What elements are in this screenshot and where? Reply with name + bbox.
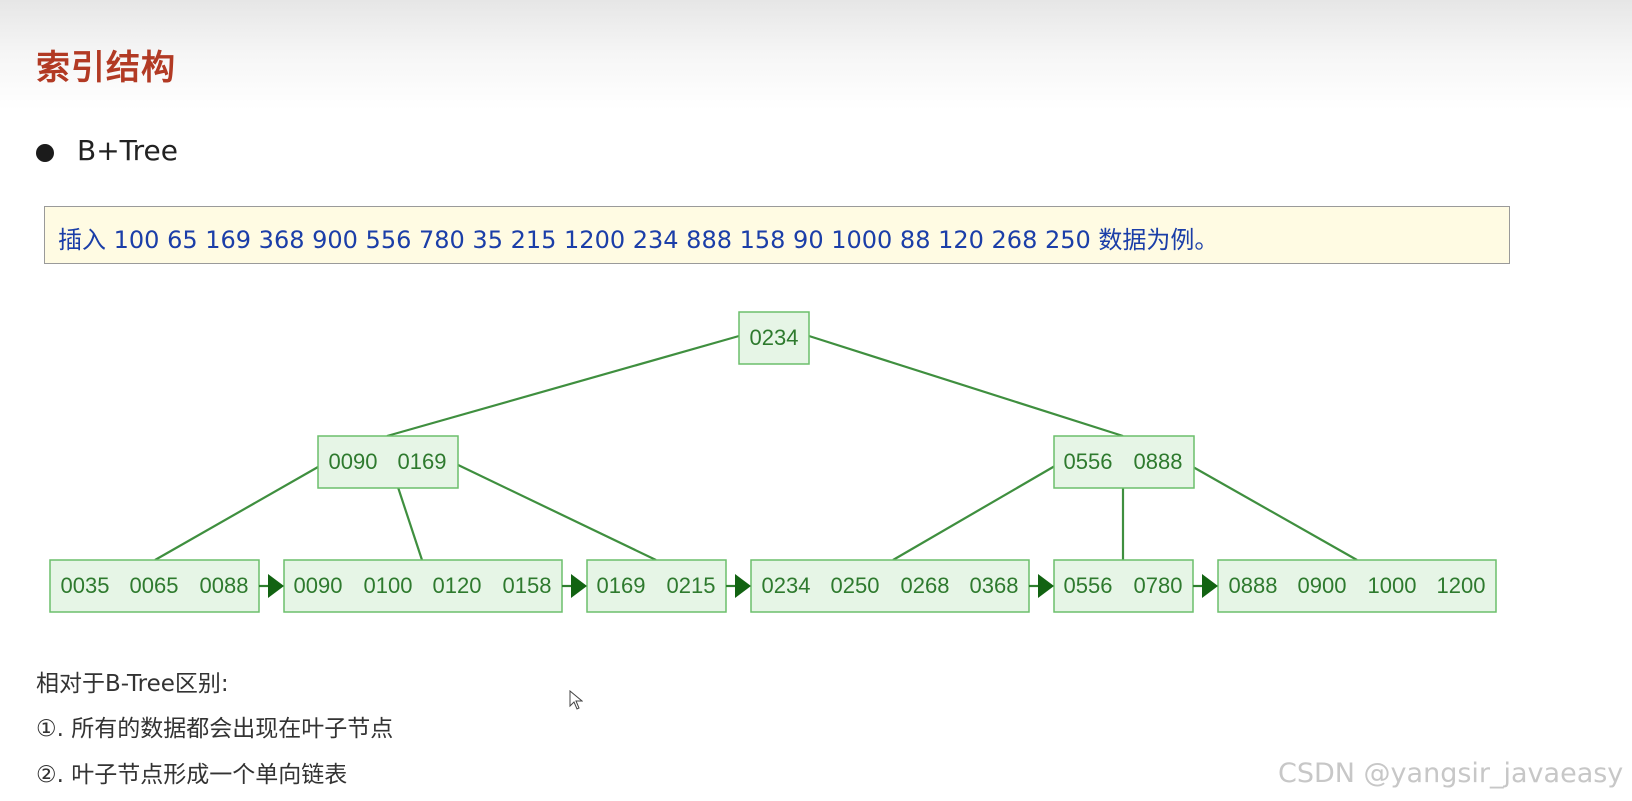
leaf-link-arrow xyxy=(726,574,751,598)
leaf-key: 0888 xyxy=(1229,573,1278,598)
leaf-link-arrow xyxy=(1193,574,1218,598)
leaf-key: 0780 xyxy=(1134,573,1183,598)
leaf-key: 1000 xyxy=(1368,573,1417,598)
internal-node-right xyxy=(1053,435,1195,489)
leaf-link-arrow xyxy=(259,574,284,598)
tree-edge xyxy=(386,334,740,438)
section-subtitle: B+Tree xyxy=(77,134,179,167)
internal-key: 0888 xyxy=(1134,449,1183,474)
leaf-key: 0065 xyxy=(130,573,179,598)
leaf-key: 0158 xyxy=(503,573,552,598)
leaf-link-arrow xyxy=(1029,574,1054,598)
leaf-key: 0120 xyxy=(433,573,482,598)
leaf-link-arrow xyxy=(562,574,587,598)
internal-key: 0169 xyxy=(398,449,447,474)
tree-edge xyxy=(453,462,657,561)
leaf-key: 0556 xyxy=(1064,573,1113,598)
leaf-key: 0088 xyxy=(200,573,249,598)
mouse-pointer-icon xyxy=(569,690,583,710)
bullet-icon xyxy=(36,144,54,162)
root-node xyxy=(738,311,810,365)
insert-sequence-text: 插入 100 65 169 368 900 556 780 35 215 120… xyxy=(58,226,1219,254)
differences-label: 相对于B-Tree区别: xyxy=(36,671,229,697)
leaf-key: 0234 xyxy=(762,573,811,598)
tree-edge xyxy=(808,334,1124,438)
root-key: 0234 xyxy=(750,325,799,350)
watermark: CSDN @yangsir_javaeasy xyxy=(1278,758,1624,789)
internal-key: 0556 xyxy=(1064,449,1113,474)
leaf-key: 0035 xyxy=(61,573,110,598)
leaf-node-4 xyxy=(750,559,1030,613)
difference-item: ②. 叶子节点形成一个单向链表 xyxy=(36,762,348,788)
tree-edge xyxy=(154,462,326,561)
internal-node-left xyxy=(317,435,459,489)
leaf-key: 0090 xyxy=(294,573,343,598)
leaf-node-3 xyxy=(586,559,727,613)
internal-key: 0090 xyxy=(329,449,378,474)
leaf-key: 0368 xyxy=(970,573,1019,598)
leaf-key: 0215 xyxy=(667,573,716,598)
leaf-node-6 xyxy=(1217,559,1497,613)
page-title: 索引结构 xyxy=(36,48,176,88)
insert-sequence-note: 插入 100 65 169 368 900 556 780 35 215 120… xyxy=(44,206,1510,264)
leaf-key: 0250 xyxy=(831,573,880,598)
leaf-key: 1200 xyxy=(1437,573,1486,598)
leaf-key: 0100 xyxy=(364,573,413,598)
leaf-key: 0900 xyxy=(1298,573,1347,598)
tree-edge xyxy=(1185,462,1358,561)
tree-edge xyxy=(892,462,1061,561)
difference-item: ①. 所有的数据都会出现在叶子节点 xyxy=(36,716,394,742)
leaf-key: 0169 xyxy=(597,573,646,598)
leaf-key: 0268 xyxy=(901,573,950,598)
